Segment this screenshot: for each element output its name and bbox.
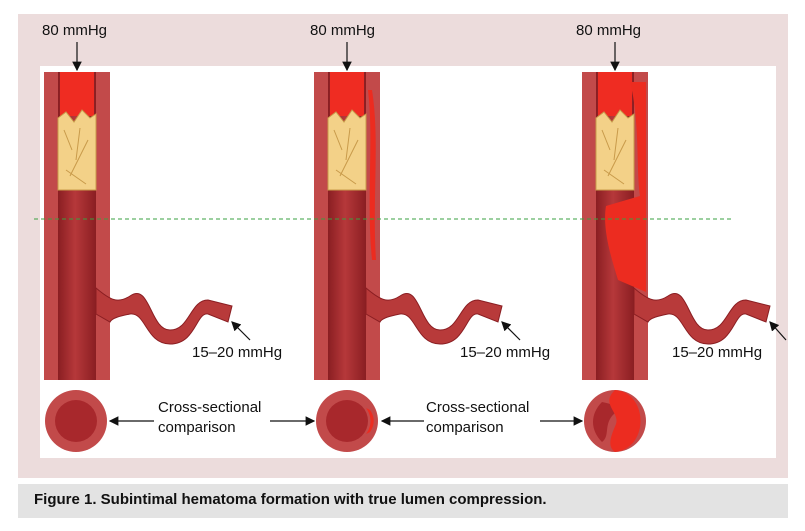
pressure-label-3: 80 mmHg [576, 22, 642, 39]
cross-section-1 [45, 390, 107, 452]
vessel-1 [44, 72, 233, 380]
pressure-label-2: 80 mmHg [310, 22, 376, 39]
blood-segment [60, 72, 94, 116]
hematoma [605, 82, 646, 292]
cross-section-3 [584, 390, 646, 452]
cross-section-label-2: Cross-sectional comparison [426, 398, 529, 438]
side-branch [633, 286, 771, 345]
cross-section-2 [316, 390, 378, 452]
cross-section-label-1: Cross-sectional comparison [158, 398, 261, 438]
outflow-arrow [769, 321, 787, 341]
figure-panel [40, 66, 776, 458]
pressure-label-1: 80 mmHg [42, 22, 108, 39]
side-branch [365, 286, 503, 345]
side-branch [95, 286, 233, 345]
outflow-arrow [501, 321, 521, 341]
vessel-3 [582, 72, 771, 380]
cross-section-label-line2: comparison [158, 419, 236, 436]
cross-section-label-line1: Cross-sectional [426, 399, 530, 416]
cross-section-label-line1: Cross-sectional [158, 399, 262, 416]
low-pressure-label-1: 15–20 mmHg [192, 344, 283, 361]
blood-segment [598, 72, 632, 116]
figure-caption: Figure 1. Subintimal hematoma formation … [34, 491, 547, 508]
hematoma [368, 90, 376, 260]
cross-section-label-line2: comparison [426, 419, 504, 436]
blood-segment [330, 72, 364, 116]
low-pressure-label-3: 15–20 mmHg [672, 344, 763, 361]
caption-bar: Figure 1. Subintimal hematoma formation … [18, 484, 788, 518]
outflow-arrow [231, 321, 251, 341]
low-pressure-label-2: 15–20 mmHg [460, 344, 551, 361]
vessel-2 [314, 72, 503, 380]
